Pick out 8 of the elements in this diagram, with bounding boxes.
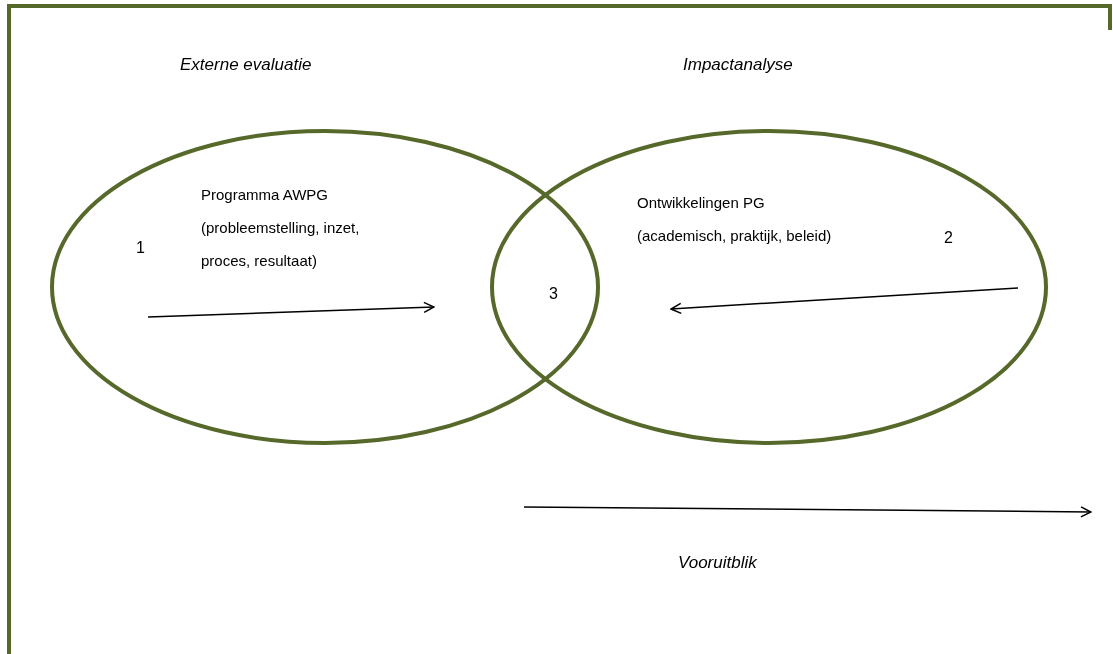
region-number: 2: [944, 228, 954, 248]
region-number: 1: [136, 238, 146, 258]
ellipse-text: Ontwikkelingen PG (academisch, praktijk, beleid): [637, 193, 833, 246]
ellipse-text: Programma AWPG (probleemstelling, inzet, proces, resultaat): [201, 185, 361, 271]
heading: Externe evaluatie: [180, 54, 313, 76]
region-number: 3: [549, 284, 558, 304]
heading: Impactanalyse: [683, 54, 794, 76]
caption: Vooruitblik: [678, 552, 758, 574]
